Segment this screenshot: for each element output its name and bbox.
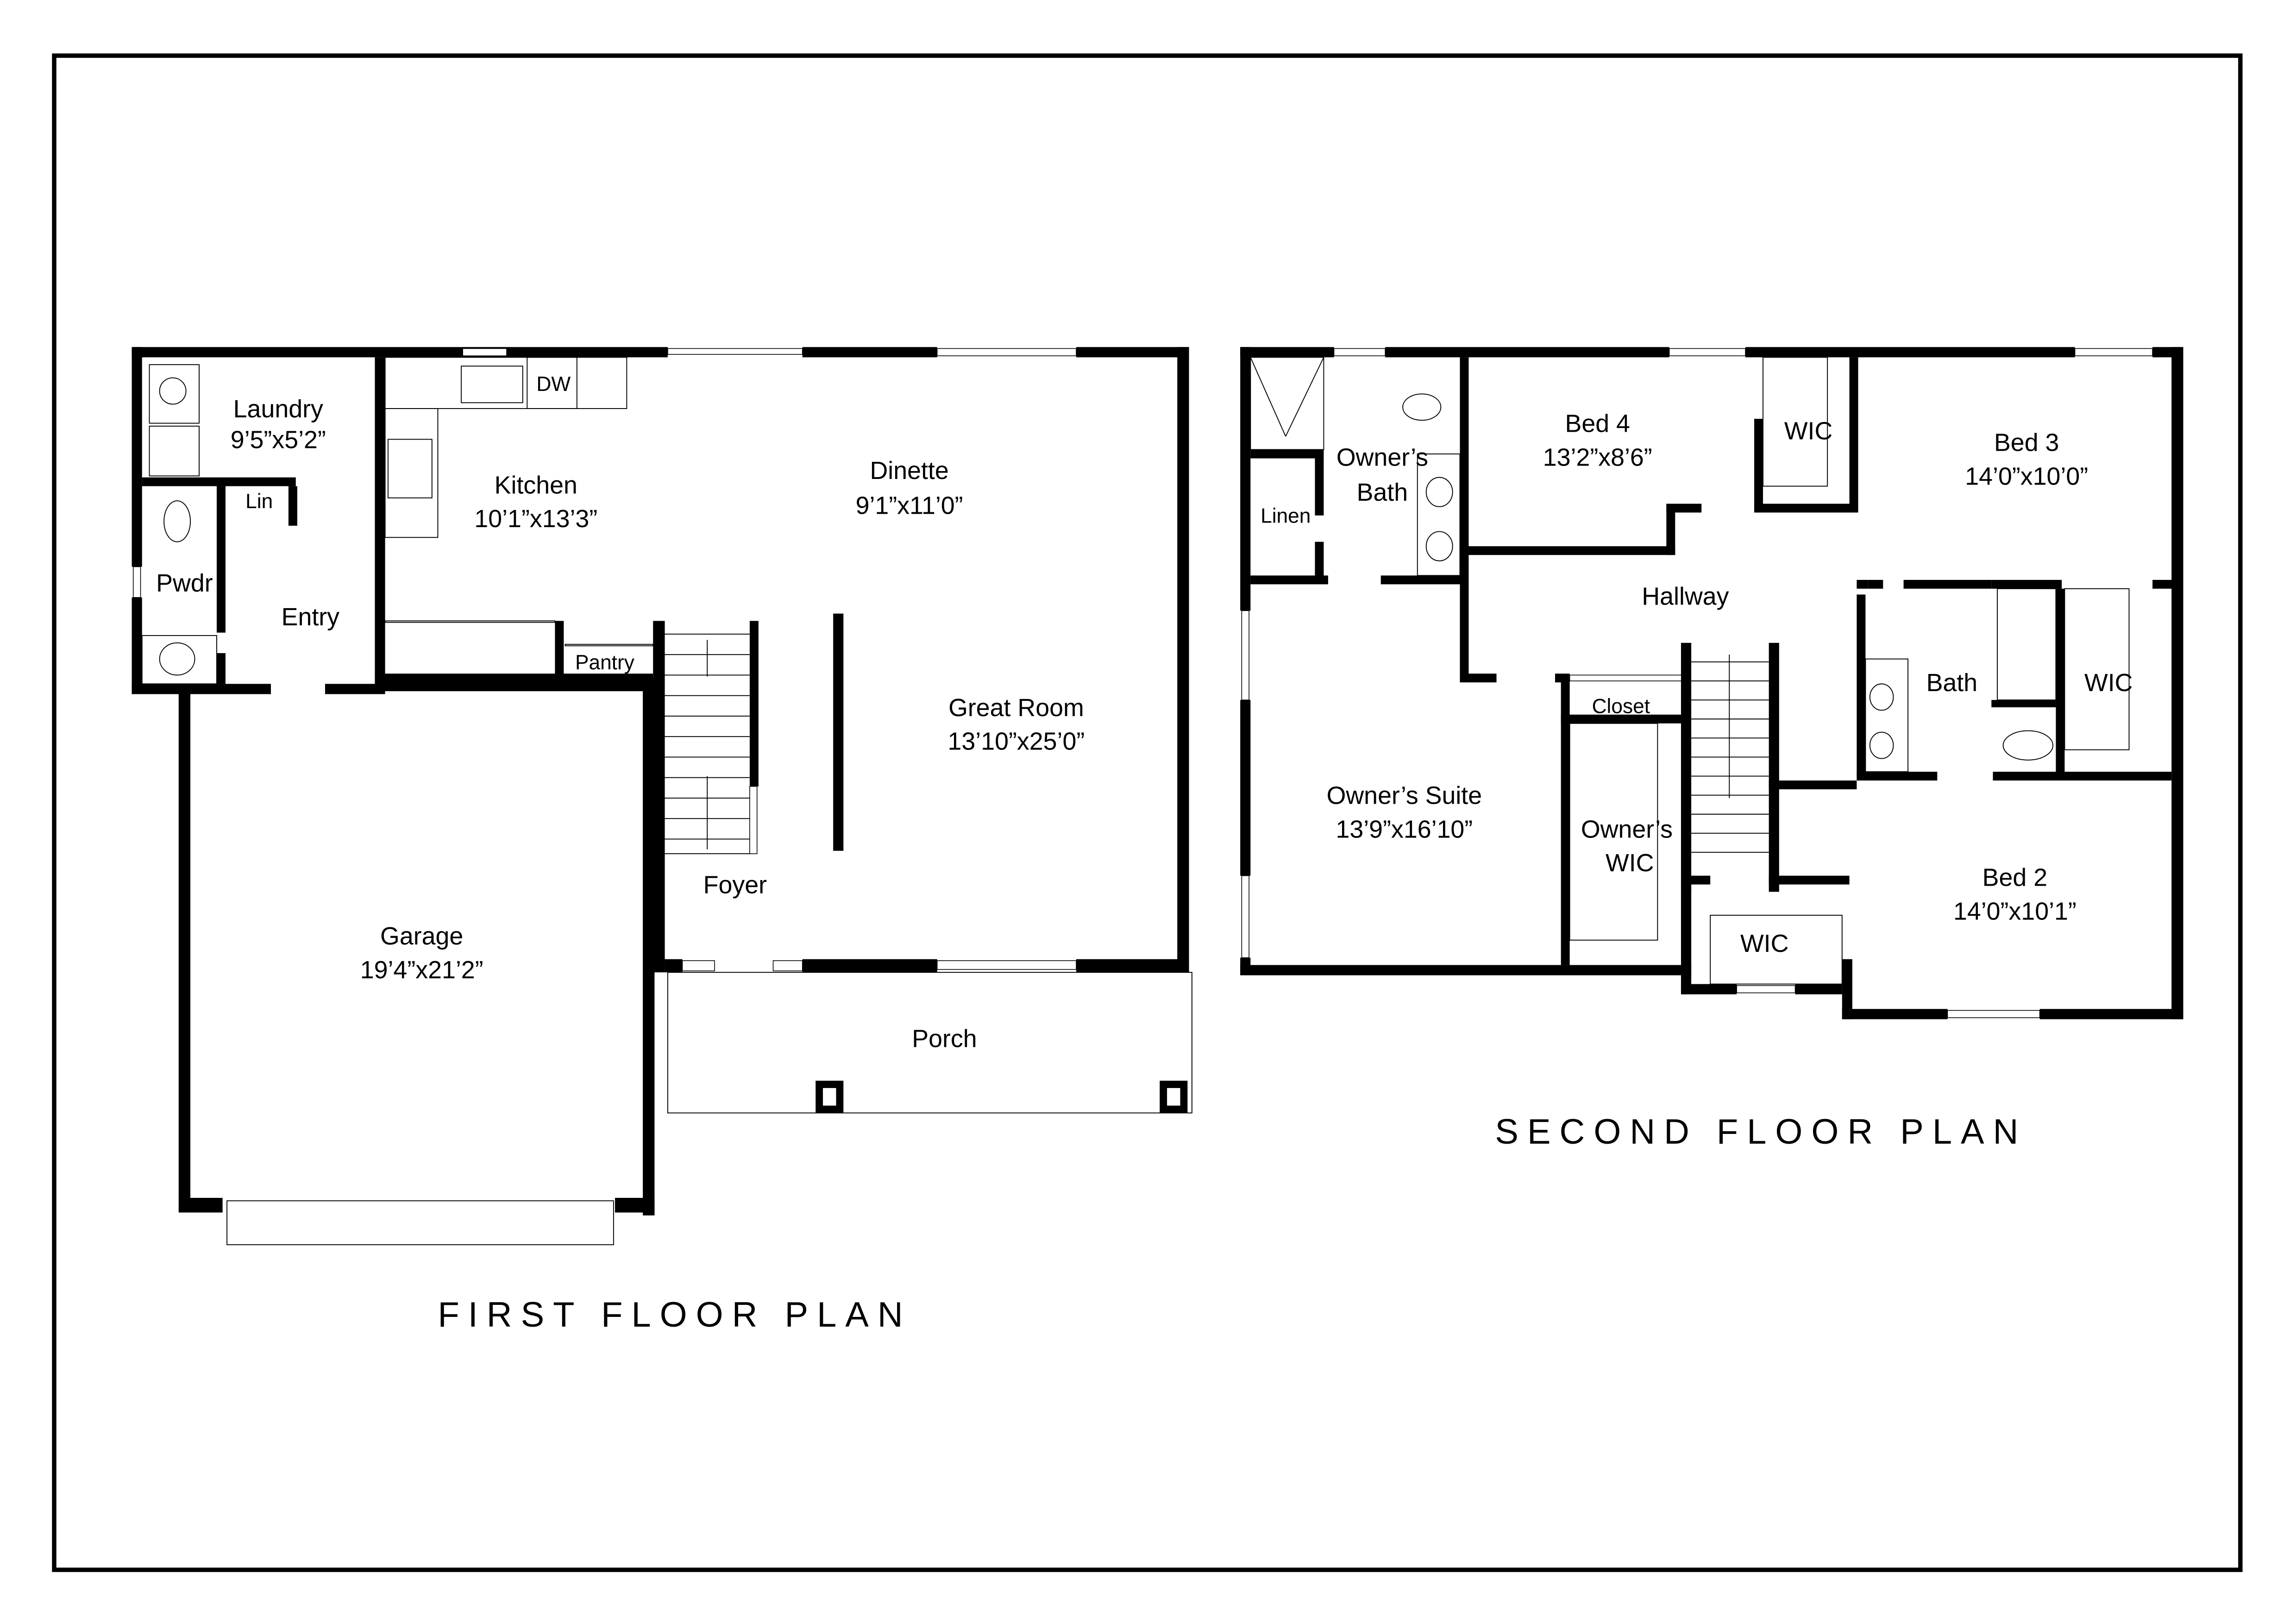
room-label-wic-bed2: WIC [1740,930,1788,957]
sink-icon [1425,531,1453,561]
room-label-owners-bath-2: Bath [1357,478,1408,506]
bathtub-icon [1997,588,2057,701]
range-icon [387,439,433,498]
toilet-icon [2002,730,2054,761]
room-label-owners-wic: Owner’s [1581,815,1673,843]
room-label-porch: Porch [912,1025,977,1052]
room-label-entry: Entry [282,603,340,631]
first-floor-title: FIRST FLOOR PLAN [438,1295,911,1334]
dishwasher-label: DW [536,373,571,396]
window [936,348,1077,357]
room-label-owners-suite: Owner’s Suite [1327,782,1482,810]
toilet-icon [163,500,191,542]
room-label-bed2: Bed 2 [1982,864,2047,892]
first-floor-plan [132,347,1192,1246]
room-size-bed4: 13’2”x8’6” [1543,443,1652,471]
window [462,348,507,357]
sheet-border [52,53,2243,1572]
room-label-foyer: Foyer [703,871,767,899]
room-label-great-room: Great Room [948,694,1084,722]
room-size-garage: 19’4”x21’2” [360,956,483,984]
sink-icon [1425,477,1453,507]
stair-treads [1691,655,1769,853]
sliding-door [667,348,803,355]
washer-icon [149,364,200,424]
room-size-great-room: 13’10”x25’0” [948,728,1085,755]
room-size-laundry: 9’5”x5’2” [231,426,326,453]
room-label-linen: Linen [1261,505,1311,528]
room-size-kitchen: 10’1”x13’3” [474,505,597,533]
room-label-owners-bath: Owner’s [1336,443,1428,471]
room-label-lin: Lin [245,490,273,513]
room-size-owners-suite: 13’9”x16’10” [1336,815,1473,843]
toilet-icon [1402,393,1442,421]
room-size-bed3: 14’0”x10’0” [1965,462,2088,490]
room-label-pantry: Pantry [575,651,635,674]
sink-icon [159,642,195,676]
second-floor-plan [1240,347,2183,1020]
dryer-icon [149,426,200,477]
room-label-hallway: Hallway [1642,583,1729,611]
room-label-closet: Closet [1592,695,1650,718]
room-label-wic-bed3: WIC [2084,669,2133,697]
room-label-garage: Garage [380,922,463,950]
room-size-dinette: 9’1”x11’0” [856,492,963,520]
sink-icon [461,365,523,403]
half-wall [833,613,844,851]
room-label-pwdr: Pwdr [156,569,213,597]
room-label-bath: Bath [1926,669,1978,697]
room-label-wic-bed4: WIC [1784,417,1832,445]
stair-treads [665,633,750,855]
room-label-bed4: Bed 4 [1565,410,1630,438]
shower-icon [1250,357,1324,450]
second-floor-title: SECOND FLOOR PLAN [1495,1112,2027,1152]
sink-icon [1869,683,1894,711]
room-label-laundry: Laundry [233,395,323,423]
sink-icon [1869,731,1894,759]
room-label-kitchen: Kitchen [495,471,577,499]
room-size-bed2: 14’0”x10’1” [1953,897,2076,925]
room-label-bed3: Bed 3 [1994,429,2059,457]
room-label-dinette: Dinette [870,457,948,485]
room-label-owners-wic-2: WIC [1606,849,1654,877]
